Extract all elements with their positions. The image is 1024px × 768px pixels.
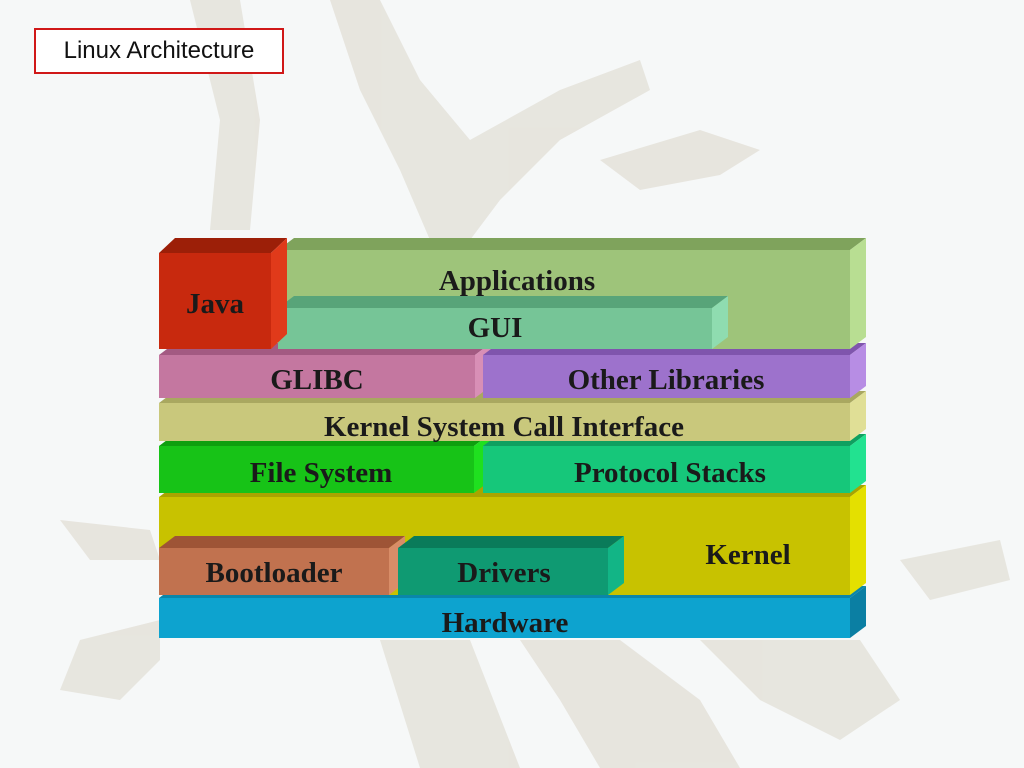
- gui-block: [278, 296, 728, 349]
- slide-title: Linux Architecture: [34, 28, 284, 74]
- kernel-side: [850, 485, 866, 595]
- gui-top: [278, 296, 728, 308]
- protocol-stacks-face: [483, 446, 850, 493]
- other-libraries-face: [483, 355, 850, 398]
- bootloader-block: [159, 536, 405, 595]
- other-libraries-side: [850, 343, 866, 398]
- glibc-face: [159, 355, 475, 398]
- protocol-stacks-label: Protocol Stacks: [574, 457, 766, 489]
- bootloader-face: [159, 548, 389, 595]
- gui-label: GUI: [467, 312, 523, 344]
- gui-side: [712, 296, 728, 349]
- other-libraries-label: Other Libraries: [567, 364, 765, 396]
- drivers-label: Drivers: [457, 557, 551, 589]
- applications-side: [850, 238, 866, 349]
- file-system-block: [159, 434, 490, 493]
- applications-label: Applications: [438, 265, 596, 297]
- bootloader-top: [159, 536, 405, 548]
- java-side: [271, 238, 287, 349]
- kernel-sci-face: [159, 403, 850, 441]
- gui-face: [278, 308, 712, 349]
- java-top: [159, 238, 287, 253]
- file-system-face: [159, 446, 474, 493]
- applications-top: [278, 238, 866, 250]
- bootloader-label: Bootloader: [205, 557, 343, 589]
- glibc-label: GLIBC: [270, 364, 364, 396]
- kernel-sci-label: Kernel System Call Interface: [324, 411, 684, 443]
- protocol-stacks-side: [850, 434, 866, 493]
- hardware-face: [159, 598, 850, 638]
- drivers-top: [398, 536, 624, 548]
- drivers-block: [398, 536, 624, 595]
- drivers-face: [398, 548, 608, 595]
- hardware-label: Hardware: [441, 607, 569, 639]
- java-block: [159, 238, 287, 349]
- glibc-block: [159, 343, 491, 398]
- hardware-side: [850, 586, 866, 638]
- java-label: Java: [186, 288, 244, 320]
- java-face: [159, 253, 271, 349]
- file-system-label: File System: [249, 457, 393, 489]
- kernel-label: Kernel: [705, 539, 791, 571]
- kernel-sci-side: [850, 391, 866, 441]
- drivers-side: [608, 536, 624, 595]
